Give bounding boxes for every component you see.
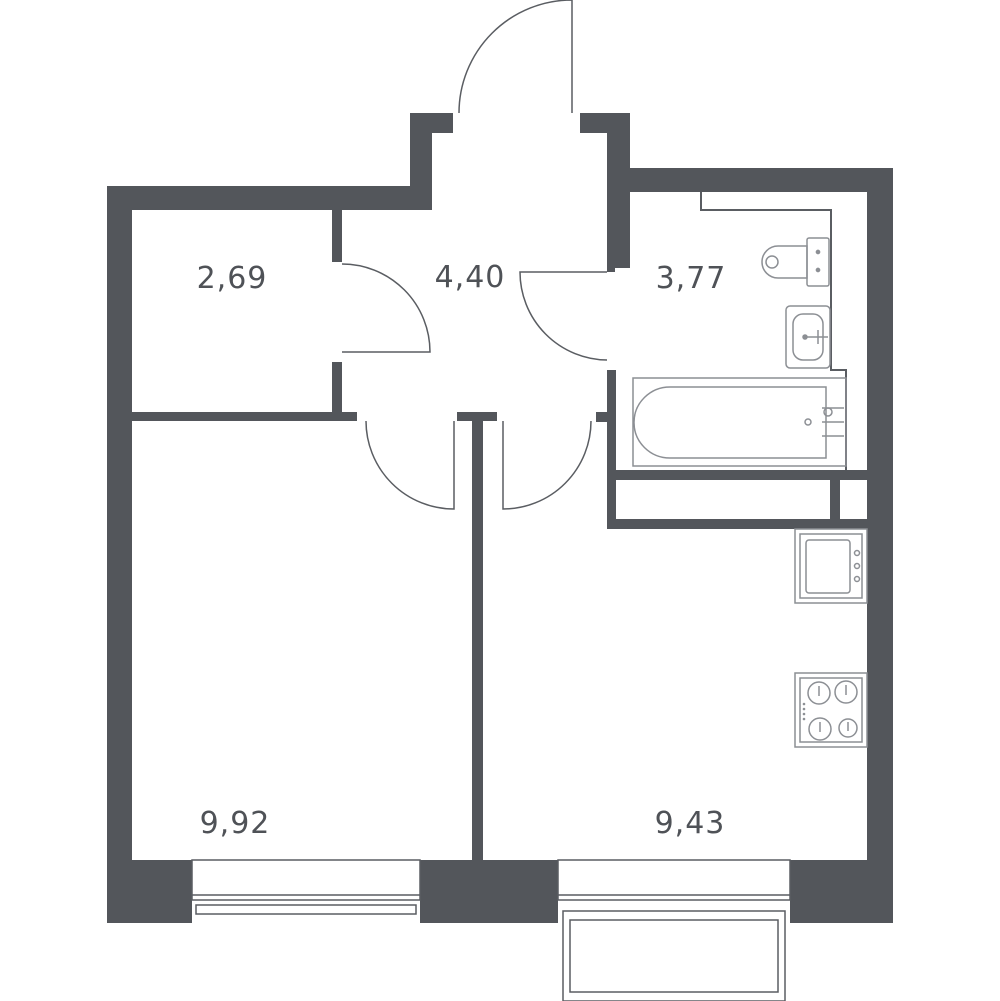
storage-door	[341, 263, 431, 353]
entrance-door	[458, 0, 573, 114]
toilet-icon	[761, 237, 830, 287]
hallway-area-label: 4,40	[435, 260, 506, 295]
kitchen-area-label: 9,43	[655, 806, 726, 841]
area-labels: 2,69 4,40 3,77 9,92 9,43	[197, 260, 727, 841]
balcony	[562, 910, 786, 1001]
doors	[341, 0, 608, 510]
kitchen-door	[502, 420, 592, 510]
bathroom-fixtures	[632, 237, 847, 467]
storage-area-label: 2,69	[197, 261, 268, 296]
cooktop-icon	[794, 672, 868, 748]
bathroom-door	[519, 271, 608, 361]
duct	[700, 192, 847, 470]
kitchen-sink-icon	[794, 528, 868, 604]
bedroom-area-label: 9,92	[200, 806, 271, 841]
bathroom-area-label: 3,77	[656, 261, 727, 296]
windows	[191, 859, 791, 1001]
bedroom-door	[365, 420, 455, 510]
sink-icon	[785, 305, 831, 369]
bedroom-window	[191, 859, 421, 901]
kitchen-fixtures	[794, 528, 868, 748]
kitchen-window	[557, 859, 791, 901]
walls	[107, 113, 893, 923]
bathtub-icon	[632, 377, 847, 467]
